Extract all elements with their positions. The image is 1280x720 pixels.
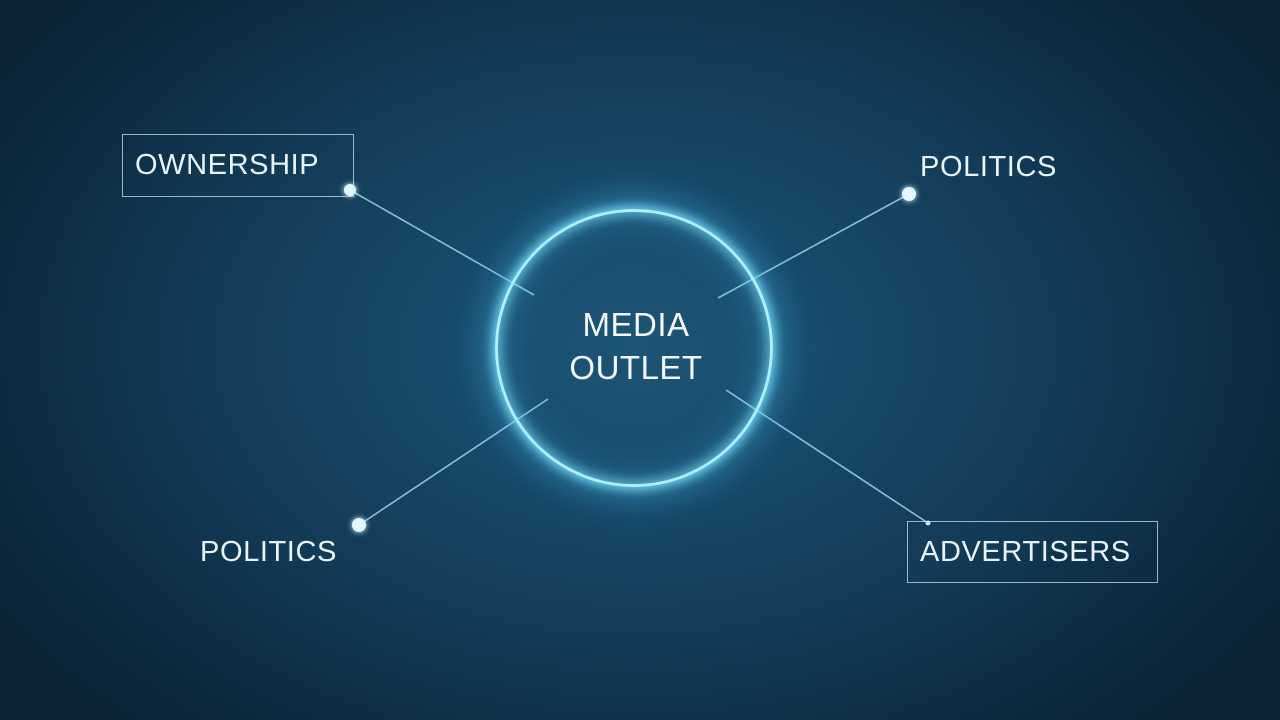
- node-ownership: OWNERSHIP: [122, 134, 354, 197]
- node-politics-top-right: POLITICS: [920, 151, 1057, 183]
- connector-ownership: [344, 184, 535, 296]
- node-advertisers: ADVERTISERS: [907, 521, 1158, 583]
- center-label-line2: OUTLET: [569, 349, 703, 386]
- connector-dot-politics-bottom-left: [352, 518, 366, 532]
- media-outlet-ring: [495, 209, 773, 487]
- center-node-label: MEDIA OUTLET: [536, 303, 736, 389]
- connector-dot-politics-top-right: [902, 187, 916, 201]
- center-label-line1: MEDIA: [582, 306, 690, 343]
- node-politics-bottom-left: POLITICS: [200, 536, 337, 568]
